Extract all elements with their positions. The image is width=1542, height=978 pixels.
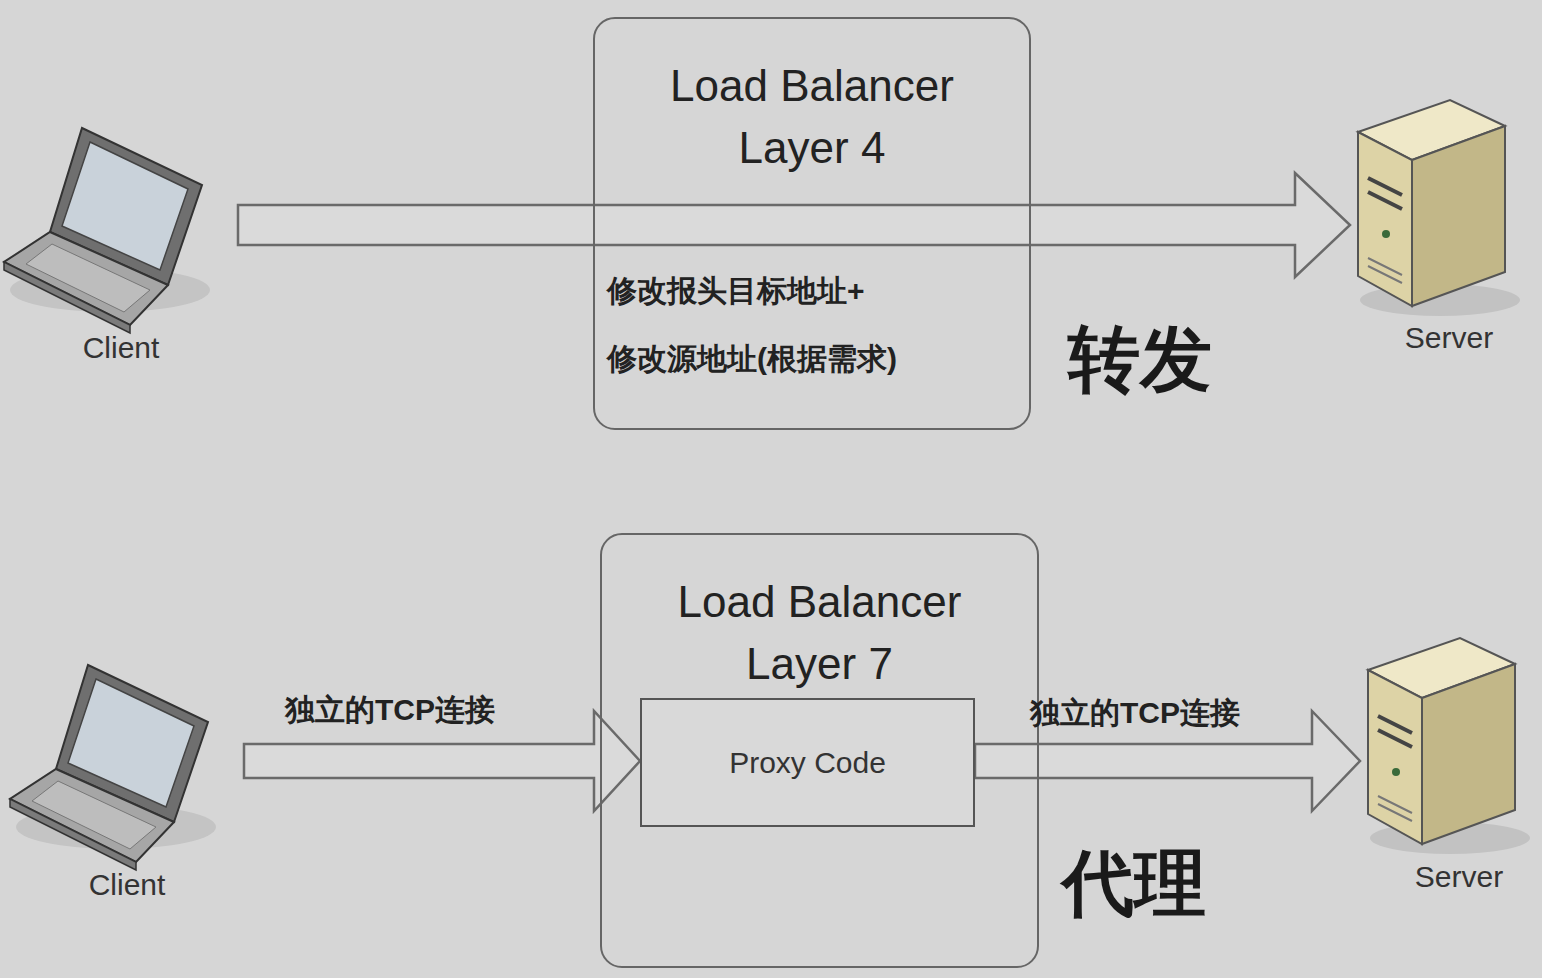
load-balancer-box: Load Balancer Layer 7 Proxy Code [600,533,1039,968]
device-label: Server [1350,321,1542,355]
device-label: Client [10,868,244,902]
box-title: Load Balancer Layer 4 [595,55,1029,179]
box-title: Load Balancer Layer 7 [602,571,1037,695]
server-icon [1358,100,1520,316]
edge-label: 独立的TCP连接 [1030,693,1240,734]
laptop-icon [10,665,216,870]
device-node: Server [1350,90,1542,355]
edge-label: 独立的TCP连接 [285,690,495,731]
load-balancer-box: Load Balancer Layer 4 修改报头目标地址+ 修改源地址(根据需… [593,17,1031,430]
laptop-icon [4,128,210,333]
proxy-box: Proxy Code [640,698,975,827]
side-label: 代理 [1062,836,1206,932]
device-node: Client [10,657,244,902]
side-label: 转发 [1068,312,1212,408]
device-label: Client [4,331,238,365]
proxy-label: Proxy Code [729,746,886,780]
device-label: Server [1360,860,1542,894]
server-icon [1368,638,1530,854]
device-node: Server [1360,628,1542,894]
block-arrow [238,173,1350,277]
box-note: 修改报头目标地址+ 修改源地址(根据需求) [607,257,997,393]
device-node: Client [4,120,238,365]
